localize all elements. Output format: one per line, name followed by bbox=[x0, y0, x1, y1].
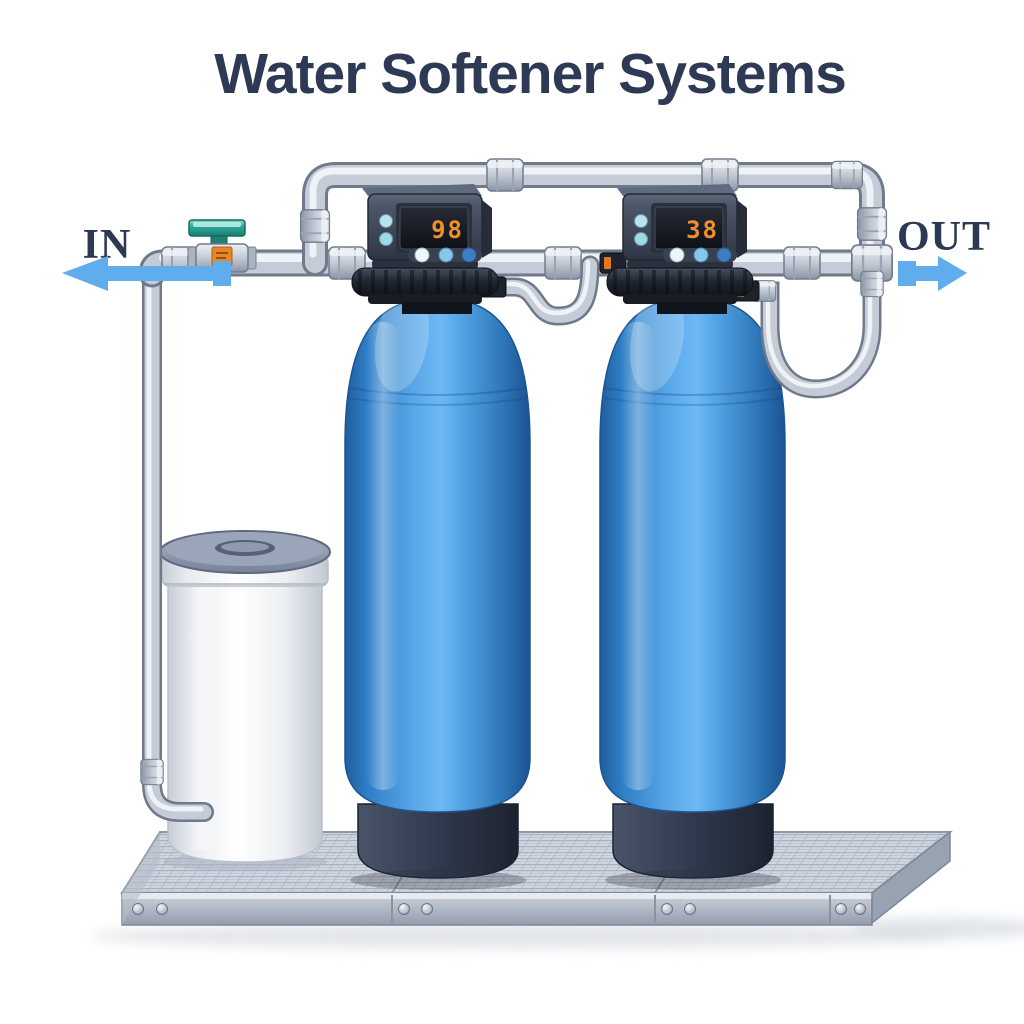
head-top-face bbox=[362, 184, 482, 196]
valve-side-button bbox=[634, 214, 648, 228]
page-title: Water Softener Systems bbox=[214, 42, 846, 106]
rivet bbox=[684, 903, 696, 915]
rivet bbox=[661, 903, 673, 915]
valve-display-2-value: 38 bbox=[686, 216, 719, 244]
rivet bbox=[854, 903, 866, 915]
pipe-coupling bbox=[140, 758, 164, 786]
tank-2-highlight bbox=[621, 322, 655, 790]
tank-2-loop-pipe bbox=[727, 258, 882, 399]
brine-tank-lid-slot-inner bbox=[221, 542, 269, 552]
floor-shadow bbox=[90, 923, 950, 949]
riser-union bbox=[299, 208, 331, 244]
flange-bottom bbox=[623, 294, 737, 304]
elbow-collar bbox=[830, 160, 864, 190]
softener-tank-2 bbox=[599, 288, 786, 890]
main-line-pipe bbox=[138, 249, 886, 288]
drop-union bbox=[856, 206, 888, 242]
platform-left-face bbox=[122, 832, 160, 925]
tank-neck bbox=[657, 302, 727, 314]
rivet bbox=[835, 903, 847, 915]
valve-button bbox=[693, 247, 709, 263]
tank-neck bbox=[402, 302, 472, 314]
inlet-arrow-icon bbox=[62, 256, 231, 291]
head-side-face bbox=[482, 200, 492, 258]
main-line-union bbox=[783, 246, 821, 280]
platform-front-lip bbox=[122, 893, 872, 899]
tank-1-highlight bbox=[366, 322, 400, 790]
softener-tank-1 bbox=[344, 288, 531, 890]
control-valve-1: 98 bbox=[351, 184, 499, 314]
rivet bbox=[132, 903, 144, 915]
top-pipe bbox=[302, 162, 885, 276]
platform-side-face bbox=[871, 830, 951, 925]
main-line-union bbox=[544, 246, 582, 280]
floor-shadow-right bbox=[850, 917, 1024, 939]
tank-1-base-shadow bbox=[350, 870, 526, 890]
rivet bbox=[421, 903, 433, 915]
valve-button bbox=[438, 247, 454, 263]
outlet-label: OUT bbox=[897, 214, 991, 260]
brine-tank bbox=[159, 530, 331, 871]
head-side-face bbox=[737, 200, 747, 258]
control-valve-2: 38 bbox=[606, 184, 754, 314]
top-pipe-union bbox=[486, 158, 524, 192]
tank-2-base bbox=[612, 803, 774, 879]
flange-bottom bbox=[368, 294, 482, 304]
valve-button bbox=[461, 247, 477, 263]
outlet-arrow-icon bbox=[898, 256, 967, 291]
valve-side-button bbox=[379, 214, 393, 228]
tank-2-base-shadow bbox=[605, 870, 781, 890]
inline-shutoff-valve bbox=[187, 219, 257, 273]
rivet bbox=[398, 903, 410, 915]
valve-handle-highlight bbox=[193, 222, 241, 227]
tank-1-gloss bbox=[374, 288, 430, 392]
valve-display-1-value: 98 bbox=[431, 216, 464, 244]
tank-1-base bbox=[357, 803, 519, 879]
valve-button bbox=[716, 247, 732, 263]
valve-button bbox=[414, 247, 430, 263]
head-top-face bbox=[617, 184, 737, 196]
valve-side-button bbox=[634, 232, 648, 246]
tank-2-gloss bbox=[629, 288, 685, 392]
valve-button bbox=[669, 247, 685, 263]
rivet bbox=[156, 903, 168, 915]
drop-coupling bbox=[860, 270, 884, 298]
tank-1-trap-pipe bbox=[472, 255, 600, 326]
valve-side-button bbox=[379, 232, 393, 246]
